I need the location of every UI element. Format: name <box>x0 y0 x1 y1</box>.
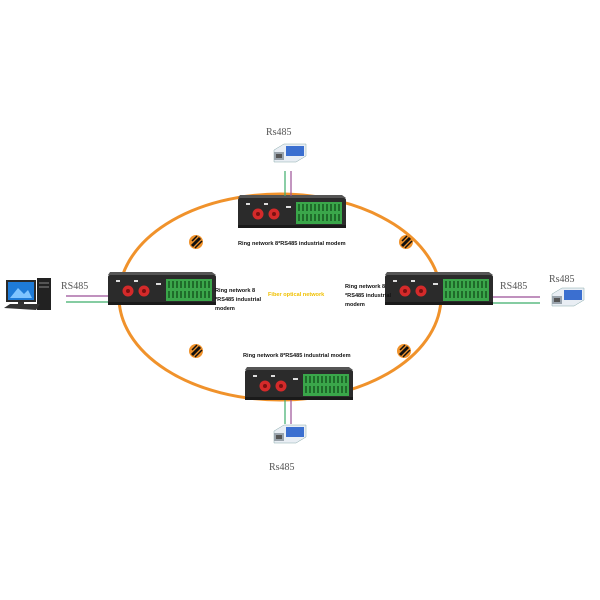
rs485-label-left: RS485 <box>61 281 88 292</box>
caption-left-modem-3: modem <box>215 306 235 312</box>
caption-left-modem-1: Ring network 8 <box>215 288 255 294</box>
fiber-connector-icon <box>397 233 415 251</box>
modem-left <box>108 272 216 305</box>
rs485-converter-icon <box>273 424 307 444</box>
ring-label: Fiber optical network <box>268 292 325 298</box>
wire-top <box>284 171 292 196</box>
rs485-converter-icon <box>273 143 307 163</box>
rs485-label-bottom: Rs485 <box>269 462 295 473</box>
rs485-label-right-line: RS485 <box>500 281 527 292</box>
fiber-connector-icon <box>187 342 205 360</box>
wire-bottom <box>284 400 292 424</box>
rs485-label-right-device: Rs485 <box>549 274 575 285</box>
caption-top-modem: Ring network 8*RS485 industrial modem <box>238 241 346 247</box>
computer-icon <box>4 278 51 310</box>
caption-left-modem-2: *RS485 industrial <box>215 297 261 303</box>
caption-bottom-modem: Ring network 8*RS485 industrial modem <box>243 353 351 359</box>
fiber-connector-icon <box>187 233 205 251</box>
modem-bottom <box>245 367 353 400</box>
caption-right-modem-3: modem <box>345 302 365 308</box>
fiber-connector-icon <box>395 342 413 360</box>
modem-top <box>238 195 346 228</box>
caption-right-modem-1: Ring network 8 <box>345 284 385 290</box>
modem-right <box>385 272 493 305</box>
wire-right <box>493 296 540 304</box>
rs485-converter-icon <box>551 287 585 307</box>
wire-left <box>66 295 108 303</box>
rs485-label-top: Rs485 <box>266 127 292 138</box>
caption-right-modem-2: *RS485 industrial <box>345 293 391 299</box>
